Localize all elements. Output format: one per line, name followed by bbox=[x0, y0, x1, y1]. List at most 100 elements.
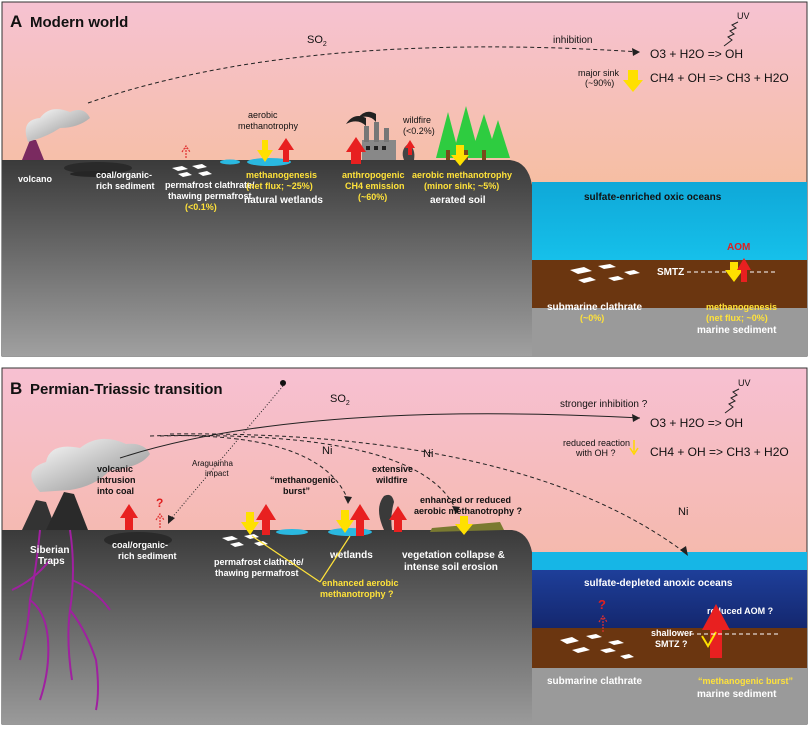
down-arrow-perma-b bbox=[241, 512, 259, 535]
wetlands-label-b: wetlands bbox=[329, 550, 373, 561]
down-arrow-wetland-b bbox=[336, 510, 354, 533]
down-arrow-wetland-a bbox=[257, 140, 273, 162]
clathrate-flakes-a bbox=[172, 164, 212, 177]
volcano-plume-a bbox=[25, 109, 90, 142]
aerated-soil-label: aerated soil bbox=[430, 195, 486, 206]
coal-label-b-2: rich sediment bbox=[118, 551, 177, 561]
volc-label-1: volcanic bbox=[97, 464, 133, 474]
ext-wildfire-label-2: wildfire bbox=[375, 475, 408, 485]
methano-flux-a: (net flux; ~25%) bbox=[246, 181, 313, 191]
impact-label-2: impact bbox=[205, 469, 229, 478]
up-arrow-burst-b bbox=[702, 604, 730, 658]
panel-a-title: Modern world bbox=[30, 14, 128, 31]
wildfire-label-1: wildfire bbox=[402, 115, 431, 125]
ext-wildfire-label-1: extensive bbox=[372, 464, 413, 474]
inhibition-label: inhibition bbox=[553, 35, 592, 46]
volcano-label: volcano bbox=[18, 174, 53, 184]
natural-wetlands-label: natural wetlands bbox=[244, 195, 323, 206]
qmark-coal: ? bbox=[156, 496, 163, 510]
minor-sink-label: (minor sink; ~5%) bbox=[424, 181, 499, 191]
siberian-dikes bbox=[11, 529, 111, 711]
anthro-label-1: anthropogenic bbox=[342, 170, 405, 180]
burst-label-2: burst” bbox=[283, 486, 310, 496]
uv-label-a: UV bbox=[737, 11, 750, 21]
volcano-shape-a bbox=[22, 140, 44, 160]
marine-sediment-label-a: marine sediment bbox=[697, 325, 777, 336]
major-sink-pct: (~90%) bbox=[585, 78, 614, 88]
aerobic-methano-label: aerobic methanotrophy bbox=[412, 170, 512, 180]
perma-label-b-1: permafrost clathrate/ bbox=[214, 557, 304, 567]
down-arrow-soil bbox=[451, 145, 469, 166]
eq1-b: O3 + H2O => OH bbox=[650, 416, 743, 430]
ni-label-3: Ni bbox=[678, 506, 688, 518]
qmark-ocean: ? bbox=[598, 597, 606, 612]
panel-a-letter: A bbox=[10, 12, 22, 31]
impactor-icon bbox=[280, 380, 286, 386]
enhanced-label-1: enhanced aerobic bbox=[322, 578, 399, 588]
impact-label-1: Araguainha bbox=[192, 459, 233, 468]
anthro-label-2: CH4 emission bbox=[345, 181, 405, 191]
wildfire-label-2: (<0.2%) bbox=[403, 126, 435, 136]
enh-red-label-2: aerobic methanotrophy ? bbox=[414, 506, 522, 516]
so2-label-a: SO2 bbox=[307, 34, 327, 48]
reduced-label-1: reduced reaction bbox=[563, 438, 630, 448]
marine-flux-label: (net flux; ~0%) bbox=[706, 313, 768, 323]
so2-label-b: SO2 bbox=[330, 393, 350, 407]
perma-label-2: thawing permafrost bbox=[168, 191, 252, 201]
land-a bbox=[2, 160, 532, 356]
down-arrow-major-sink bbox=[623, 70, 643, 92]
clathrate-flakes-marine-b bbox=[560, 634, 634, 659]
enh-red-label-1: enhanced or reduced bbox=[420, 495, 511, 505]
smoke-icon-b bbox=[379, 494, 394, 530]
volc-label-3: into coal bbox=[97, 486, 134, 496]
panel-a: A Modern world SO2 inhibition UV O3 + H2… bbox=[1, 1, 808, 357]
coal-label-1: coal/organic- bbox=[96, 170, 152, 180]
uv-label-b: UV bbox=[738, 378, 751, 388]
panel-b: B Permian-Triassic transition Siberian T… bbox=[1, 367, 808, 725]
submarine-pct-a: (~0%) bbox=[580, 313, 604, 323]
ni-label-2: Ni bbox=[423, 448, 433, 460]
submarine-label-a: submarine clathrate bbox=[547, 302, 642, 313]
up-arrow-anthro bbox=[346, 137, 366, 164]
land-b bbox=[2, 530, 532, 724]
volcano-plume-b bbox=[31, 438, 150, 492]
major-sink-label: major sink bbox=[578, 68, 620, 78]
eq2-a: CH4 + OH => CH3 + H2O bbox=[650, 71, 789, 85]
ocean-b bbox=[532, 570, 807, 628]
oceans-label-b: sulfate-depleted anoxic oceans bbox=[584, 578, 733, 589]
reduced-label-2: with OH ? bbox=[575, 448, 616, 458]
siberian-label-2: Traps bbox=[38, 556, 65, 567]
marine-burst-label: “methanogenic burst” bbox=[698, 676, 793, 686]
submarine-label-b: submarine clathrate bbox=[547, 676, 642, 687]
ni-label-1: Ni bbox=[322, 445, 332, 457]
marine-sediment-label-b: marine sediment bbox=[697, 689, 777, 700]
perma-label-1: permafrost clathrate/ bbox=[165, 180, 255, 190]
coal-label-b-1: coal/organic- bbox=[112, 540, 168, 550]
perma-label-3: (<0.1%) bbox=[185, 202, 217, 212]
oceans-label-a: sulfate-enriched oxic oceans bbox=[584, 192, 722, 203]
down-arrow-aom bbox=[725, 262, 743, 282]
uv-zigzag-a bbox=[723, 21, 739, 47]
up-arrow-wildfire-b bbox=[389, 506, 407, 532]
shallower-label-2: SMTZ ? bbox=[655, 639, 688, 649]
sediment-b bbox=[532, 628, 807, 668]
perma-label-b-2: thawing permafrost bbox=[215, 568, 299, 578]
panel-b-letter: B bbox=[10, 379, 22, 398]
up-arrow-perma-b bbox=[256, 504, 276, 535]
methanogenesis-label-a: methanogenesis bbox=[246, 170, 317, 180]
stronger-inhibition-label: stronger inhibition ? bbox=[560, 399, 648, 410]
up-arrow-marine-a bbox=[737, 258, 751, 282]
aom-label: AOM bbox=[727, 242, 750, 253]
anthro-label-3: (~60%) bbox=[358, 192, 387, 202]
burst-label-1: “methanogenic bbox=[270, 475, 336, 485]
veg-label-1: vegetation collapse & bbox=[402, 550, 505, 561]
shallower-label-1: shallower bbox=[651, 628, 693, 638]
smtz-label-a: SMTZ bbox=[657, 267, 684, 278]
eq2-b: CH4 + OH => CH3 + H2O bbox=[650, 445, 789, 459]
up-arrow-wetland-a bbox=[278, 138, 294, 162]
marine-methano-label: methanogenesis bbox=[706, 302, 777, 312]
clathrate-flakes-marine-a bbox=[570, 264, 640, 283]
ocean-a bbox=[532, 182, 807, 260]
sediment-a bbox=[532, 260, 807, 308]
